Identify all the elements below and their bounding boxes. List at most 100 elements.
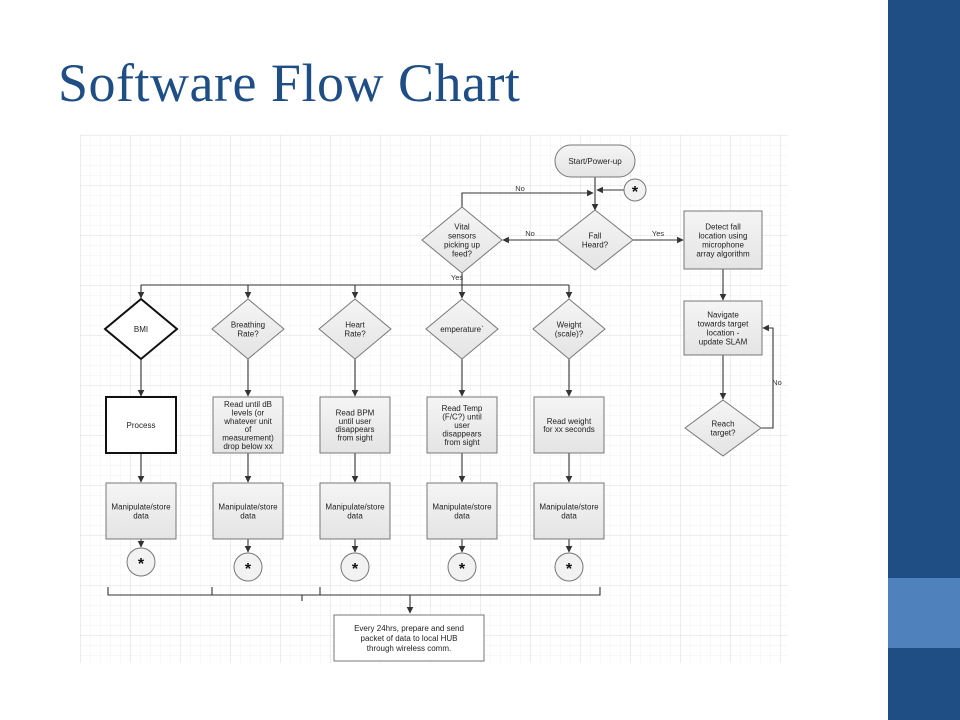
decorative-side-bar-accent — [888, 578, 960, 648]
start-node-text: Start/Power-up — [568, 157, 622, 166]
breathing-manipulate-box-shape — [212, 482, 284, 540]
reach-target-decision-text: target? — [711, 429, 736, 438]
bmi-connector-shape — [126, 547, 156, 577]
edge-label-no-loop: No — [515, 184, 525, 193]
bracket-line — [107, 587, 601, 596]
vital-sensors-decision-text: Vital — [454, 223, 470, 232]
detect-fall-box-text: Detect fall — [705, 223, 741, 232]
breathing-read-box-text: whatever unit — [223, 417, 272, 426]
temperature-manipulate-box-text: Manipulate/store — [432, 503, 492, 512]
breathing-read-box-text: of — [245, 425, 252, 434]
temperature-connector-text: * — [459, 561, 466, 578]
navigate-box-text: Navigate — [707, 311, 739, 320]
summary-box-shape — [333, 614, 485, 662]
temperature-read-box-text: user — [454, 421, 470, 430]
reach-target-decision-shape — [684, 399, 762, 457]
bmi-connector: * — [126, 547, 156, 577]
navigate-box-shape — [683, 300, 763, 356]
breathing-read-box-text: levels (or — [232, 408, 265, 417]
breathing-connector-shape — [233, 552, 263, 582]
heart-connector-text: * — [352, 561, 359, 578]
heart-connector: * — [340, 552, 370, 582]
heart-read-box-text: Read BPM — [336, 408, 375, 417]
temperature-connector-shape — [447, 552, 477, 582]
heart-decision-shape — [318, 298, 392, 360]
bmi-decision-shape — [103, 297, 179, 361]
weight-connector: * — [554, 552, 584, 582]
bmi-manipulate-box-text: data — [133, 512, 149, 521]
temperature-connector: * — [447, 552, 477, 582]
edge-label-yes-fall: Yes — [652, 229, 664, 238]
weight-decision-shape — [532, 298, 606, 360]
navigate-box-text: towards target — [698, 320, 749, 329]
summary-box-text: Every 24hrs, prepare and send — [354, 624, 464, 633]
breathing-decision-shape — [211, 298, 285, 360]
summary-box-text: through wireless comm. — [367, 644, 451, 653]
edge-label-no-reach: No — [772, 378, 782, 387]
weight-read-box-text: for xx seconds — [543, 425, 595, 434]
bmi-decision-text: BMI — [134, 325, 148, 334]
connector-top: * — [623, 178, 647, 202]
bmi-connector-text: * — [138, 556, 145, 573]
temperature-manipulate-box-shape — [426, 482, 498, 540]
breathing-decision-text: Breathing — [231, 321, 265, 330]
heart-manipulate-box-text: Manipulate/store — [325, 503, 385, 512]
temperature-decision-text: emperature` — [440, 325, 484, 334]
breathing-connector: * — [233, 552, 263, 582]
vital-sensors-decision-text: sensors — [448, 232, 476, 241]
heart-manipulate-box-shape — [319, 482, 391, 540]
edge-reach-no-loop — [761, 324, 774, 429]
detect-fall-box-text: microphone — [702, 241, 744, 250]
temperature-read-box-text: from sight — [444, 438, 480, 447]
breathing-manipulate-box-text: data — [240, 512, 256, 521]
temperature-read-box-text: (F/C?) until — [442, 413, 482, 422]
breathing-read-box-text: measurement) — [222, 434, 274, 443]
breathing-connector-text: * — [245, 561, 252, 578]
heart-manipulate-box-text: data — [347, 512, 363, 521]
temperature-read-box-shape — [426, 396, 498, 454]
reach-target-decision-text: Reach — [711, 420, 734, 429]
vital-sensors-decision-text: feed? — [452, 250, 473, 259]
breathing-read-box-shape — [212, 396, 284, 454]
breathing-read-box-text: Read until dB — [224, 400, 272, 409]
temperature-read-box: Read Temp(F/C?) untiluserdisappearsfrom … — [426, 396, 498, 454]
connector-top-shape — [623, 178, 647, 202]
start-node-label: Start/Power-up — [568, 157, 622, 166]
bmi-read-box-label: Process — [127, 421, 156, 430]
weight-manipulate-box-text: Manipulate/store — [539, 503, 599, 512]
weight-decision-text: (scale)? — [555, 330, 584, 339]
weight-decision-text: Weight — [557, 321, 583, 330]
bmi-read-box-shape — [105, 396, 177, 454]
weight-decision: Weight(scale)? — [532, 298, 606, 360]
heart-read-box-text: until user — [339, 417, 372, 426]
temperature-read-box-text: disappears — [442, 429, 481, 438]
edge-vital-no-loop — [461, 189, 594, 207]
vital-sensors-decision-text: picking up — [444, 241, 481, 250]
bmi-decision-label: BMI — [134, 325, 148, 334]
temperature-decision: emperature` — [425, 298, 499, 360]
weight-manipulate-box-text: data — [561, 512, 577, 521]
